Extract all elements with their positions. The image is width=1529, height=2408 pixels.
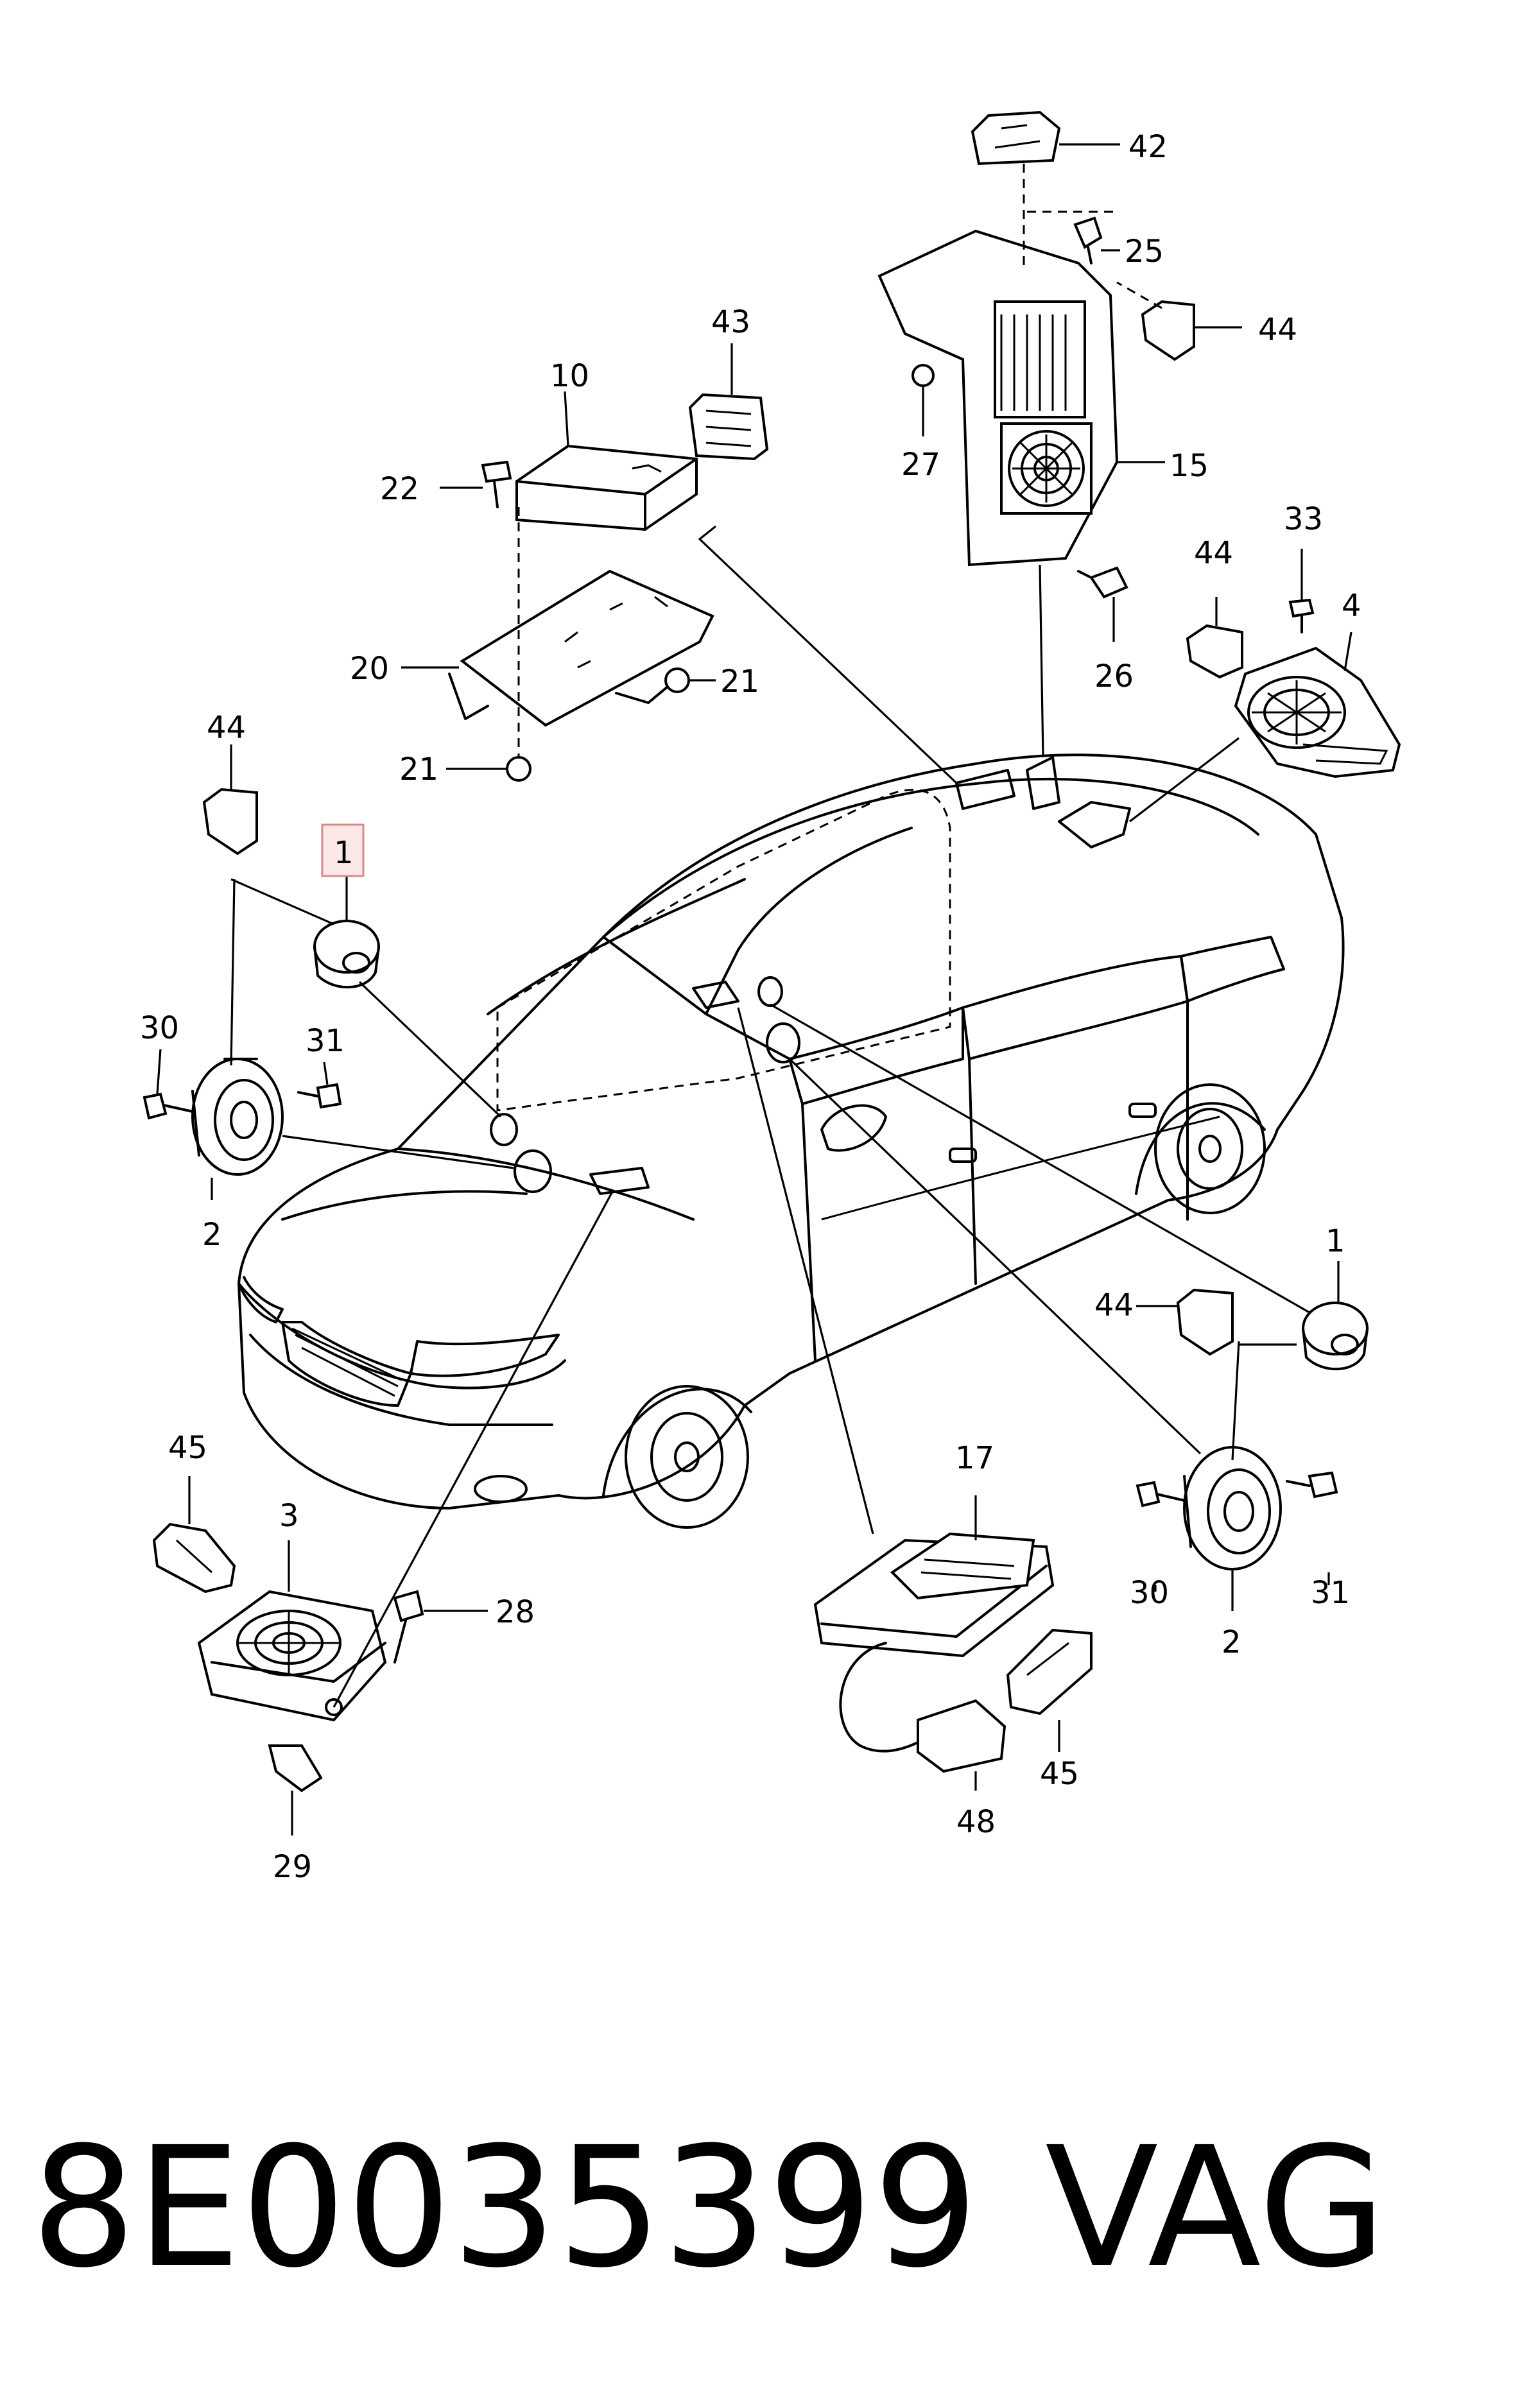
highlight-box <box>321 823 365 877</box>
part-20-bracket <box>448 569 714 727</box>
front-wheel <box>625 1385 749 1529</box>
part-30-screw-left <box>143 1092 194 1120</box>
callout-44-top: 44 <box>1258 312 1297 348</box>
callout-43: 43 <box>711 304 750 340</box>
callout-10: 10 <box>550 358 589 394</box>
part-42-cover <box>971 110 1061 166</box>
part-10-control-unit <box>515 444 698 531</box>
part-21-nut-right <box>664 667 690 693</box>
brand-name: VAG <box>1045 2111 1386 2304</box>
callout-4: 4 <box>1342 588 1361 624</box>
car-body <box>238 753 1345 1529</box>
part-44-connector-top <box>1141 300 1195 361</box>
callout-42: 42 <box>1128 129 1168 165</box>
callout-31-left: 31 <box>306 1023 345 1059</box>
callout-20: 20 <box>350 651 389 687</box>
callout-30-right: 30 <box>1130 1575 1169 1611</box>
part-number: 8E0035399 <box>31 2111 979 2304</box>
callout-29: 29 <box>273 1849 312 1885</box>
part-2-speaker-left <box>191 1058 284 1176</box>
part-44-connector-right <box>1186 624 1243 679</box>
callout-28: 28 <box>496 1594 535 1630</box>
callout-21-right: 21 <box>720 664 759 700</box>
part-33-screw <box>1288 598 1315 633</box>
callout-31-right: 31 <box>1311 1575 1350 1611</box>
part-3-subwoofer <box>197 1590 387 1722</box>
part-28-screw <box>393 1590 424 1664</box>
callout-27: 27 <box>901 447 940 483</box>
part-4-speaker-frame <box>1234 646 1401 778</box>
callout-3: 3 <box>279 1498 299 1534</box>
callout-numbers: 42 25 44 43 10 27 15 22 33 44 4 26 20 21… <box>140 129 1361 1885</box>
callout-1-left: 1 <box>334 835 354 871</box>
callout-30-left: 30 <box>140 1010 179 1046</box>
part-1-tweeter-left <box>313 920 380 989</box>
callout-2-left: 2 <box>202 1217 222 1253</box>
leader-lines <box>156 143 1352 1836</box>
part-21-nut-left <box>506 756 531 782</box>
callout-15: 15 <box>1170 448 1209 484</box>
callout-48: 48 <box>956 1804 996 1840</box>
callout-45-right: 45 <box>1040 1756 1079 1792</box>
part-31-screw-right <box>1286 1471 1338 1499</box>
part-48-cable <box>839 1642 1006 1773</box>
callout-1-right: 1 <box>1326 1223 1345 1259</box>
part-31-screw-left <box>297 1083 342 1109</box>
callout-22: 22 <box>380 471 419 507</box>
part-30-screw-right <box>1136 1481 1186 1508</box>
callout-21-left: 21 <box>399 752 438 787</box>
part-27-nut <box>911 364 935 387</box>
callout-44-lower: 44 <box>1094 1287 1134 1323</box>
callout-33: 33 <box>1284 501 1323 537</box>
part-17-module <box>813 1532 1055 1658</box>
part-22-screw <box>481 460 512 508</box>
callout-44-left: 44 <box>207 710 246 746</box>
part-43-connector <box>688 393 769 461</box>
part-44-connector-lower <box>1176 1288 1234 1356</box>
callout-45-left: 45 <box>168 1430 207 1466</box>
part-29-bracket <box>268 1744 323 1793</box>
callout-2-right: 2 <box>1222 1624 1241 1660</box>
rear-wheel <box>1154 1083 1266 1214</box>
part-1-tweeter-right <box>1302 1302 1369 1371</box>
part-2-speaker-right <box>1183 1446 1282 1570</box>
part-44-connector-left <box>202 787 258 856</box>
part-45-connector-left <box>152 1522 236 1594</box>
part-25-screw <box>1073 216 1103 264</box>
callout-26: 26 <box>1094 658 1134 694</box>
part-15-subwoofer <box>877 229 1119 567</box>
callout-17: 17 <box>955 1440 994 1476</box>
part-26-screw <box>1077 566 1128 599</box>
callout-25: 25 <box>1125 234 1164 270</box>
part-45-connector-right <box>1006 1628 1093 1716</box>
callout-44-right: 44 <box>1194 535 1233 571</box>
